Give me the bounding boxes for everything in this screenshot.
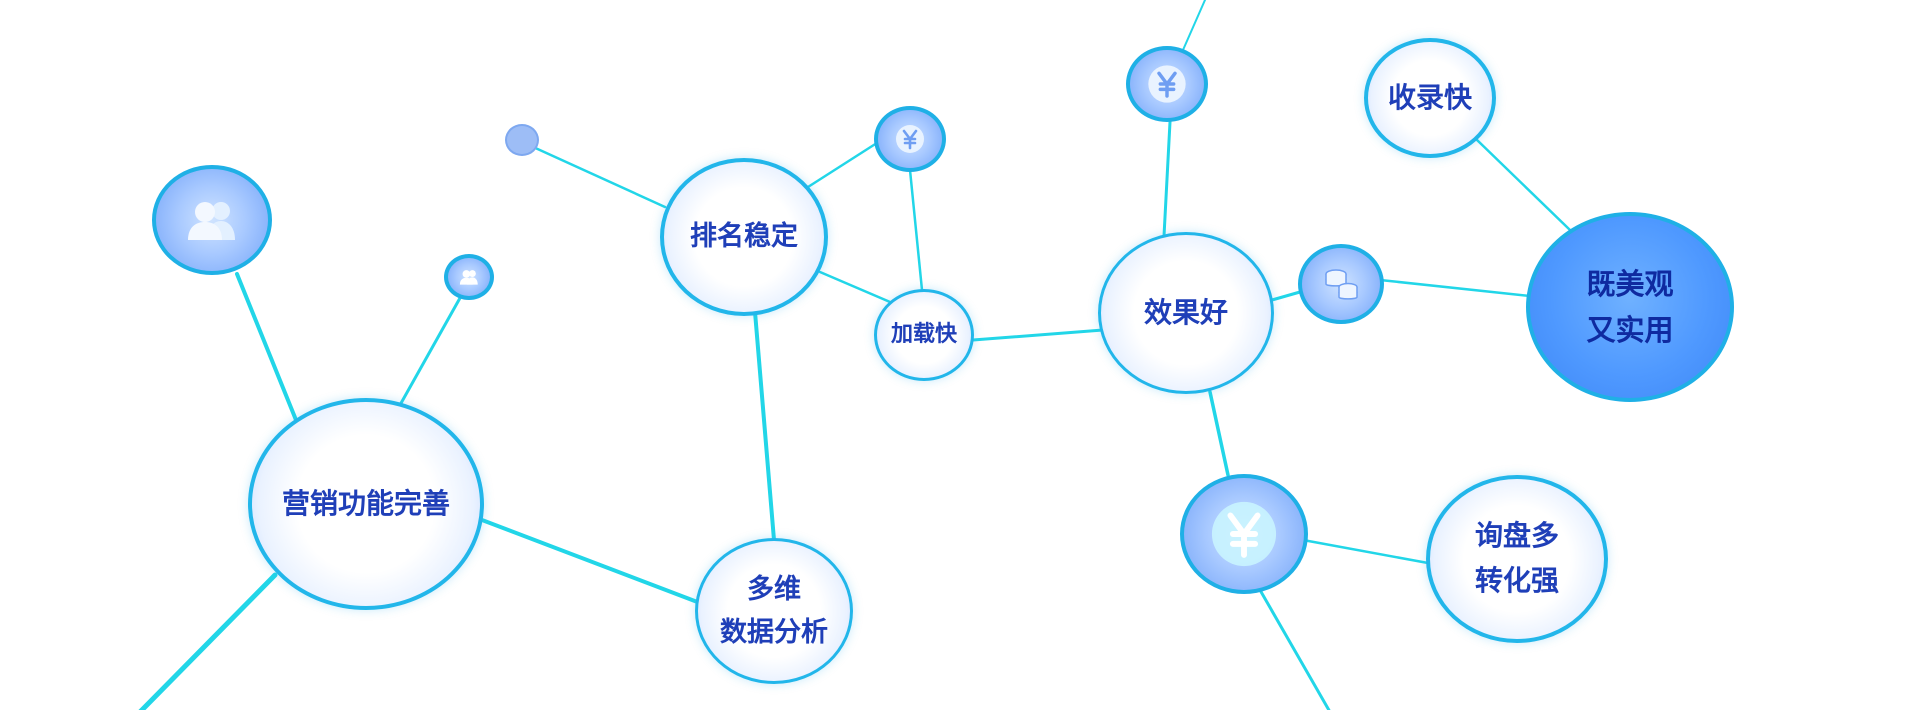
node-multi-dim[interactable]: 多维 数据分析 (695, 538, 853, 684)
node-good-effect-label: 效果好 (1143, 295, 1228, 329)
node-multi-dim-line2: 数据分析 (720, 617, 828, 648)
node-ranking[interactable]: 排名稳定 (660, 158, 828, 316)
connector-yen-large-to-inquiry (1301, 538, 1430, 565)
node-yen-large[interactable] (1180, 474, 1308, 594)
node-beautiful-line1: 既美观 (1586, 266, 1674, 301)
node-inquiry[interactable]: 询盘多 转化强 (1426, 475, 1608, 643)
node-users-small[interactable] (444, 254, 494, 300)
node-yen-top[interactable] (1126, 46, 1208, 122)
connector-fast-load-to-good-effect (971, 328, 1105, 342)
connector-ranking-to-yen-small (806, 139, 882, 189)
connector-yen-small-to-fast-load (908, 168, 924, 292)
node-fast-load-label: 加载快 (890, 322, 957, 348)
connector-fast-index-to-beautiful (1474, 137, 1572, 232)
node-marketing-label: 营销功能完善 (281, 486, 450, 520)
connector-yen-large-to-bottom (1258, 588, 1331, 710)
node-ranking-label: 排名稳定 (690, 221, 798, 253)
yen-icon (1147, 64, 1187, 104)
node-yen-small[interactable] (874, 106, 946, 172)
node-fast-index-label: 收录快 (1387, 80, 1472, 114)
connector-ranking-to-dot (518, 139, 667, 209)
coins-icon (1322, 267, 1360, 301)
connector-ranking-to-fast-load (818, 270, 892, 304)
node-multi-dim-line1: 多维 (747, 573, 801, 605)
node-beautiful-label: 既美观 又实用 (1586, 261, 1673, 354)
users-icon (458, 269, 480, 285)
connector-marketing-to-users-large (235, 272, 298, 422)
connector-marketing-to-multi-dim (480, 518, 702, 605)
yen-icon (895, 124, 925, 154)
connector-marketing-to-users-small (398, 296, 462, 407)
connector-good-effect-to-coins (1270, 290, 1302, 302)
node-coins[interactable] (1298, 244, 1384, 324)
yen-icon (1207, 497, 1281, 571)
node-inquiry-line1: 询盘多 (1474, 519, 1559, 553)
connector-coins-to-beautiful (1378, 278, 1532, 298)
node-beautiful-line2: 又实用 (1586, 313, 1674, 347)
connector-yen-top-to-edge (1182, 0, 1206, 51)
node-inquiry-line2: 转化强 (1474, 564, 1559, 597)
users-icon (183, 200, 241, 240)
node-fast-load[interactable]: 加载快 (874, 289, 974, 381)
connector-marketing-to-bottom-left (138, 572, 278, 710)
connector-good-effect-to-yen-large (1208, 390, 1230, 477)
connector-ranking-to-multi-dim (753, 310, 776, 542)
node-dot (505, 124, 539, 156)
node-multi-dim-label: 多维 数据分析 (720, 568, 828, 654)
connector-good-effect-to-yen-top (1162, 120, 1172, 238)
node-marketing[interactable]: 营销功能完善 (248, 398, 484, 610)
node-beautiful[interactable]: 既美观 又实用 (1526, 212, 1734, 402)
node-users-large[interactable] (152, 165, 272, 275)
node-good-effect[interactable]: 效果好 (1098, 232, 1274, 394)
node-fast-index[interactable]: 收录快 (1364, 38, 1496, 158)
node-inquiry-label: 询盘多 转化强 (1475, 514, 1559, 604)
